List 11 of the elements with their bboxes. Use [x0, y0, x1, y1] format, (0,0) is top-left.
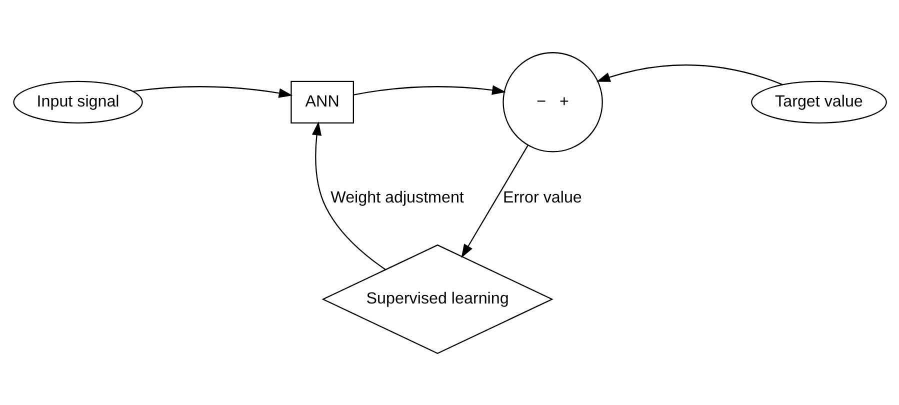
node-box: ANN: [290, 80, 354, 123]
arrow: [311, 121, 386, 270]
edge-label: Error value: [502, 188, 582, 206]
edge-label: Weight adjustment: [330, 188, 464, 206]
node-circle: − +: [502, 52, 602, 152]
arrow: [460, 144, 528, 258]
node-ellipse: Target value: [750, 80, 886, 123]
arrow: [596, 64, 782, 85]
node-ellipse: Input signal: [12, 80, 142, 123]
arrow: [132, 86, 292, 98]
arrow: [353, 84, 506, 95]
